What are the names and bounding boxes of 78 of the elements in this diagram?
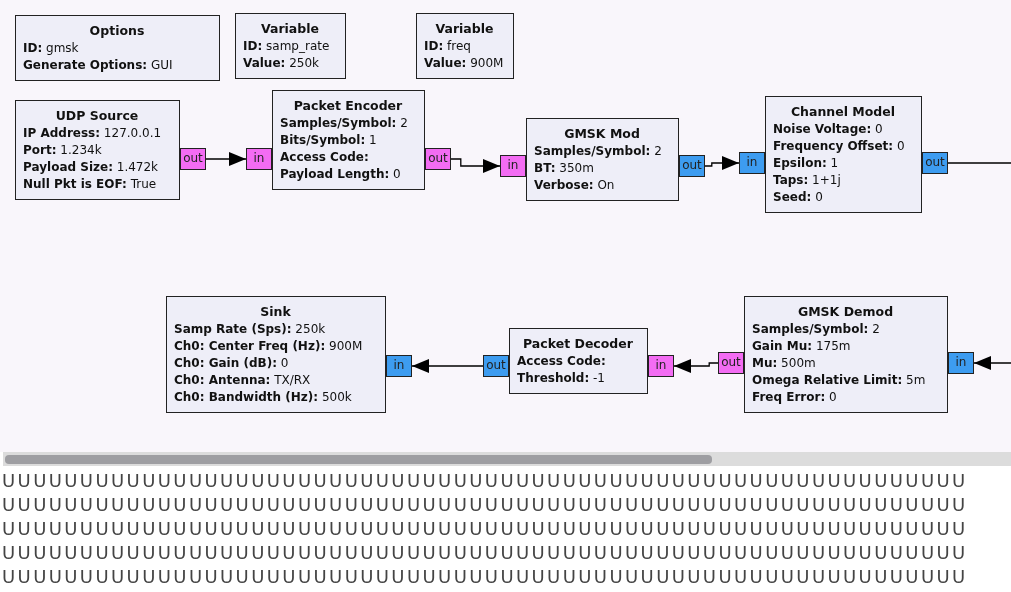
parameter-text: Generate Options: GUI	[23, 57, 174, 74]
parameter-text: Omega Relative Limit: 5m	[752, 372, 927, 389]
block-title: Options	[88, 22, 146, 39]
parameter-text: Samp Rate (Sps): 250k	[174, 321, 327, 338]
parameter-text: Samples/Symbol: 2	[534, 143, 663, 160]
flowgraph-block	[509, 328, 648, 394]
parameter-text: Ch0: Bandwidth (Hz): 500k	[174, 389, 353, 406]
output-port: out	[180, 148, 206, 170]
arrow	[450, 158, 501, 173]
input-port: in	[246, 148, 272, 170]
flowgraph-block	[744, 296, 948, 413]
parameter-text: Value: 250k	[243, 55, 320, 72]
flowgraph-block	[166, 296, 386, 413]
parameter-text: Mu: 500m	[752, 355, 817, 372]
parameter-text: Noise Voltage: 0	[773, 121, 884, 138]
block-title: Channel Model	[789, 103, 897, 120]
parameter-text: Value: 900M	[424, 55, 505, 72]
arrow	[704, 156, 740, 170]
parameter-text: Bits/Symbol: 1	[280, 132, 378, 149]
parameter-text: Samples/Symbol: 2	[280, 115, 409, 132]
parameter-text: Access Code:	[517, 353, 607, 370]
block-title: Variable	[434, 20, 495, 37]
parameter-text: Epsilon: 1	[773, 155, 840, 172]
parameter-text: Seed: 0	[773, 189, 824, 206]
block-title: Sink	[259, 303, 292, 320]
parameter-text: Ch0: Gain (dB): 0	[174, 355, 290, 372]
parameter-text: ID: samp_rate	[243, 38, 331, 55]
parameter-text: Samples/Symbol: 2	[752, 321, 881, 338]
block-title: Packet Encoder	[292, 97, 404, 114]
parameter-text: Gain Mu: 175m	[752, 338, 852, 355]
parameter-text: Threshold: -1	[517, 370, 606, 387]
block-title: GMSK Mod	[563, 125, 641, 142]
output-port: out	[922, 152, 948, 174]
input-port: in	[500, 155, 526, 177]
console-output-text: UUUUUUUUUUUUUUUUUUUUUUUUUUUUUUUUUUUUUUUUUUUUUUUUUUUUUUUUUUUUUU	[2, 542, 968, 563]
block-title: GMSK Demod	[796, 303, 895, 320]
output-port: in	[648, 355, 674, 377]
parameter-text: BT: 350m	[534, 160, 595, 177]
arrow	[673, 359, 719, 373]
parameter-text: Null Pkt is EOF: True	[23, 176, 158, 193]
parameter-text: Frequency Offset: 0	[773, 138, 906, 155]
flowgraph-block	[15, 100, 180, 200]
input-port: in	[739, 152, 765, 174]
arrow	[973, 356, 1011, 370]
console-output-text: UUUUUUUUUUUUUUUUUUUUUUUUUUUUUUUUUUUUUUUUUUUUUUUUUUUUUUUUUUUUUU	[2, 518, 968, 539]
output-port: in	[948, 352, 974, 374]
parameter-text: Ch0: Antenna: TX/RX	[174, 372, 312, 389]
parameter-text: Verbose: On	[534, 177, 616, 194]
input-port: out	[483, 355, 509, 377]
flowgraph-block	[15, 15, 220, 81]
parameter-text: Port: 1.234k	[23, 142, 103, 159]
flowgraph-block	[526, 118, 679, 201]
flowgraph-block	[765, 96, 922, 213]
arrow	[205, 152, 247, 166]
flowgraph-block	[416, 13, 514, 79]
flowgraph-block	[272, 90, 425, 190]
arrow	[411, 359, 484, 373]
console-output-text: UUUUUUUUUUUUUUUUUUUUUUUUUUUUUUUUUUUUUUUUUUUUUUUUUUUUUUUUUUUUUU	[2, 566, 968, 587]
console-output-text: UUUUUUUUUUUUUUUUUUUUUUUUUUUUUUUUUUUUUUUUUUUUUUUUUUUUUUUUUUUUUU	[2, 470, 968, 491]
parameter-text: Payload Size: 1.472k	[23, 159, 160, 176]
parameter-text: Access Code:	[280, 149, 370, 166]
parameter-text: Taps: 1+1j	[773, 172, 842, 189]
block-title: Packet Decoder	[522, 335, 634, 352]
connector-line	[947, 162, 1011, 164]
block-title: UDP Source	[54, 107, 140, 124]
parameter-text: Freq Error: 0	[752, 389, 838, 406]
parameter-text: IP Address: 127.0.0.1	[23, 125, 163, 142]
parameter-text: ID: gmsk	[23, 40, 80, 57]
output-port: in	[386, 355, 412, 377]
flowgraph-block	[235, 13, 346, 79]
parameter-text: Payload Length: 0	[280, 166, 402, 183]
block-title: Variable	[260, 20, 320, 37]
parameter-text: Ch0: Center Freq (Hz): 900M	[174, 338, 364, 355]
input-port: out	[718, 352, 744, 374]
output-port: out	[425, 148, 451, 170]
parameter-text: ID: freq	[424, 38, 472, 55]
console-output-text: UUUUUUUUUUUUUUUUUUUUUUUUUUUUUUUUUUUUUUUUUUUUUUUUUUUUUUUUUUUUUU	[2, 494, 968, 515]
output-port: out	[679, 155, 705, 177]
